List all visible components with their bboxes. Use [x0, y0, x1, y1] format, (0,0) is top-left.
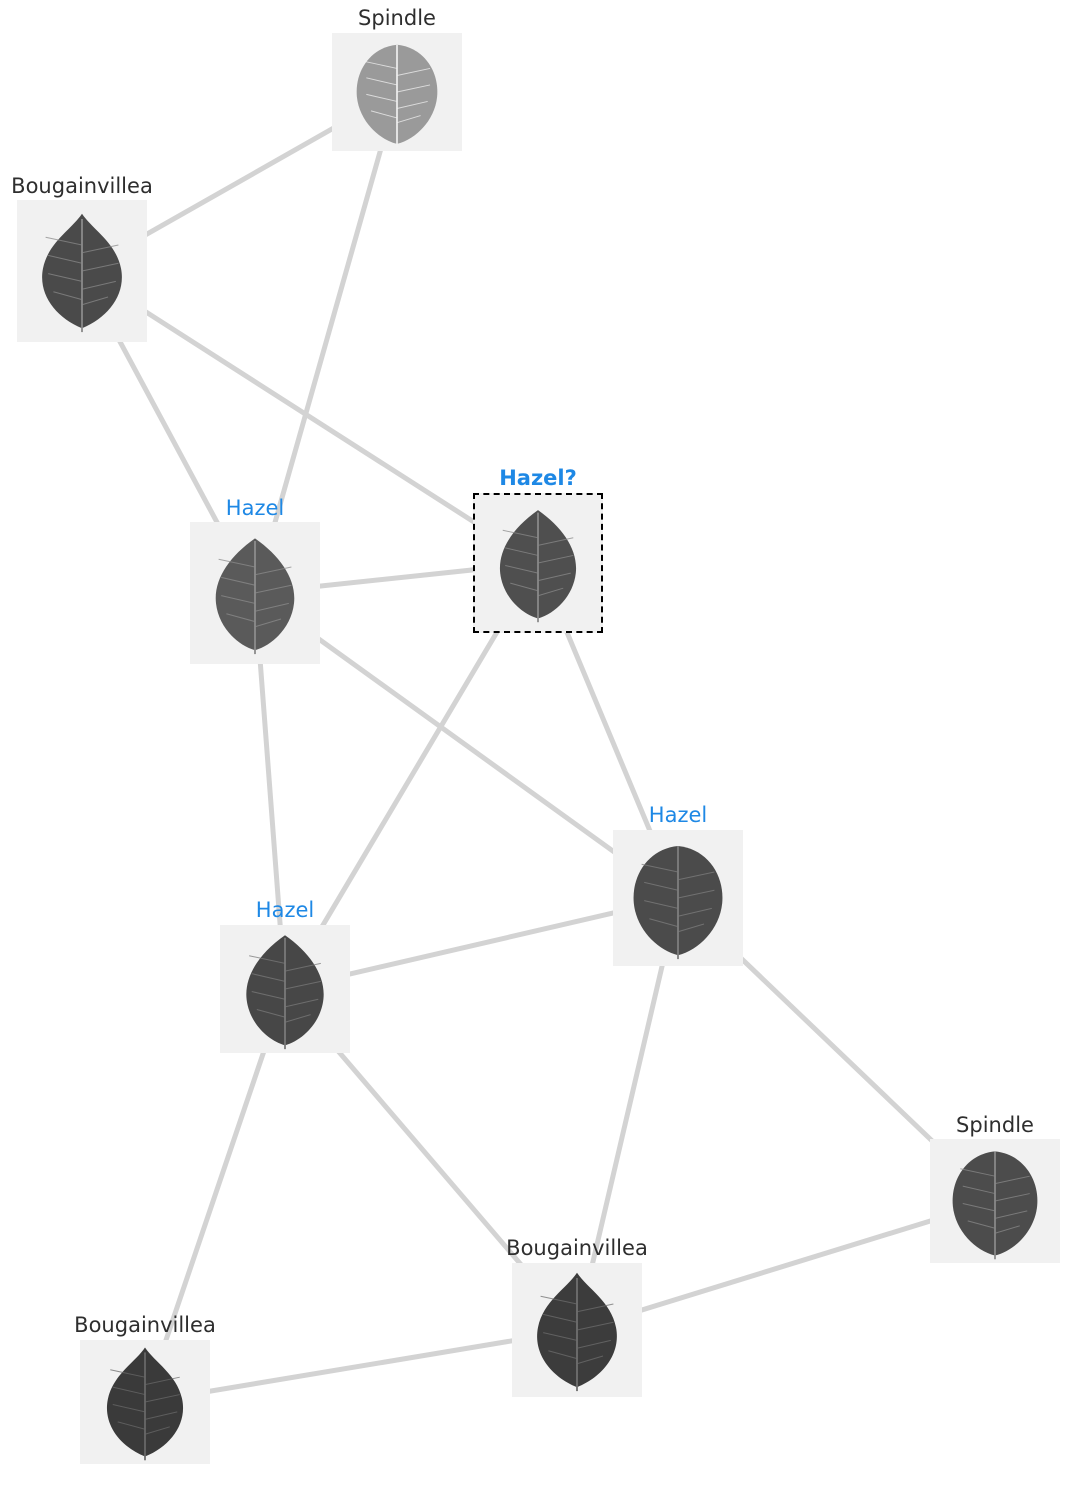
query-leaf-image [473, 493, 603, 633]
leaf-image [332, 33, 462, 151]
edge-hazel-center-right-bougainvillea-bottom-center [574, 895, 681, 1333]
leaf-image [220, 925, 350, 1053]
leaf-image [930, 1139, 1060, 1263]
edge-hazel-lower-left-bougainvillea-bottom-left [142, 986, 288, 1405]
node-label: Bougainvillea [74, 1313, 216, 1337]
edge-hazel-mid-left-hazel-center-right [252, 590, 681, 901]
leaf-image [190, 522, 320, 664]
leaf-icon [356, 44, 438, 148]
node-label: Bougainvillea [506, 1236, 648, 1260]
leaf-image [512, 1263, 642, 1397]
edge-bougainvillea-top-left-query-hazel [79, 268, 541, 566]
node-label: Hazel [225, 496, 285, 520]
node-label: Bougainvillea [11, 174, 153, 198]
node-label: Spindle [956, 1113, 1034, 1137]
leaf-icon [537, 1272, 617, 1392]
leaf-icon [952, 1151, 1038, 1260]
node-label: Hazel [255, 898, 315, 922]
leaf-icon [499, 510, 577, 623]
edge-bougainvillea-bottom-center-bougainvillea-bottom-left [142, 1327, 580, 1405]
edge-hazel-center-right-hazel-lower-left [282, 895, 681, 992]
leaf-image [17, 200, 147, 342]
node-label: Hazel [648, 803, 708, 827]
leaf-image [80, 1340, 210, 1464]
leaf-icon [215, 538, 295, 655]
node-label: Spindle [358, 6, 436, 30]
leaf-icon [42, 213, 122, 333]
leaf-icon [106, 1347, 184, 1461]
edge-bougainvillea-bottom-center-spindle-right [574, 1198, 998, 1333]
edge-spindle-top-hazel-mid-left [252, 89, 400, 596]
query-label: Hazel? [499, 466, 577, 490]
leaf-image [613, 830, 743, 966]
leaf-icon [246, 935, 324, 1050]
leaf-icon [633, 846, 723, 960]
edge-query-hazel-hazel-lower-left [282, 560, 541, 992]
